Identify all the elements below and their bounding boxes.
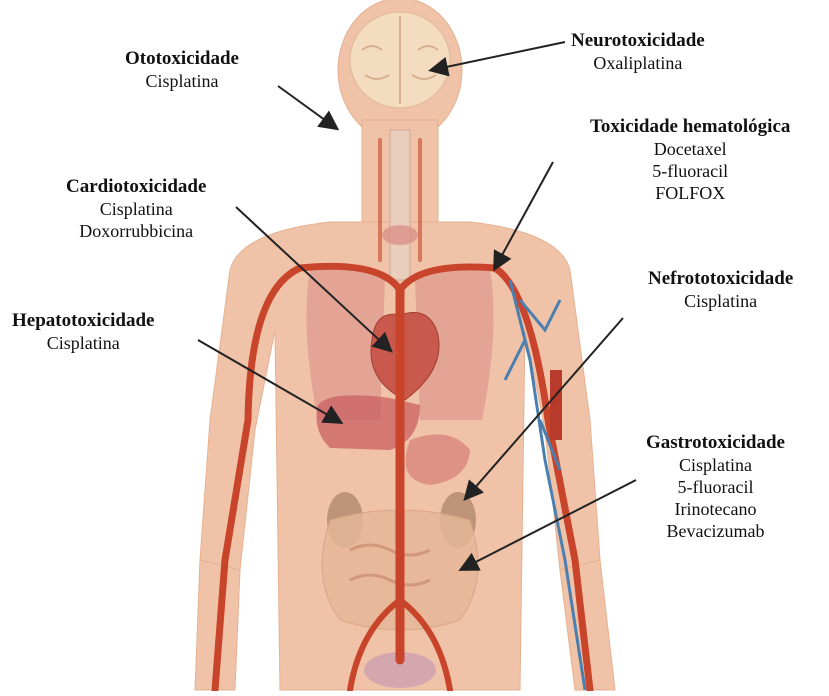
- drug-name: Cisplatina: [12, 332, 155, 354]
- drug-name: Irinotecano: [646, 498, 785, 520]
- label-nefrotoxicidade: Nefrototoxicidade Cisplatina: [648, 268, 793, 312]
- label-ototoxicidade: Ototoxicidade Cisplatina: [125, 48, 239, 92]
- drug-name: Oxaliplatina: [571, 52, 705, 74]
- label-gastrotoxicidade: Gastrotoxicidade Cisplatina 5-fluoracil …: [646, 432, 785, 542]
- label-hematologica: Toxicidade hematológica Docetaxel 5-fluo…: [590, 116, 790, 204]
- label-title: Toxicidade hematológica: [590, 116, 790, 138]
- label-title: Gastrotoxicidade: [646, 432, 785, 454]
- drug-name: 5-fluoracil: [590, 160, 790, 182]
- label-title: Hepatotoxicidade: [12, 310, 155, 332]
- arm-muscle: [550, 370, 562, 440]
- drug-name: Cisplatina: [646, 454, 785, 476]
- brain: [350, 12, 450, 108]
- label-hepatotoxicidade: Hepatotoxicidade Cisplatina: [12, 310, 155, 354]
- drug-name: Doxorrubbicina: [66, 220, 206, 242]
- arrow-ototoxicidade: [278, 86, 336, 128]
- label-title: Cardiotoxicidade: [66, 176, 206, 198]
- label-title: Neurotoxicidade: [571, 30, 705, 52]
- drug-name: 5-fluoracil: [646, 476, 785, 498]
- label-title: Ototoxicidade: [125, 48, 239, 70]
- drug-name: Docetaxel: [590, 138, 790, 160]
- drug-name: FOLFOX: [590, 182, 790, 204]
- drug-name: Cisplatina: [125, 70, 239, 92]
- drug-name: Cisplatina: [66, 198, 206, 220]
- drug-name: Bevacizumab: [646, 520, 785, 542]
- label-cardiotoxicidade: Cardiotoxicidade Cisplatina Doxorrubbici…: [66, 176, 206, 242]
- label-title: Nefrototoxicidade: [648, 268, 793, 290]
- drug-name: Cisplatina: [648, 290, 793, 312]
- label-neurotoxicidade: Neurotoxicidade Oxaliplatina: [571, 30, 705, 74]
